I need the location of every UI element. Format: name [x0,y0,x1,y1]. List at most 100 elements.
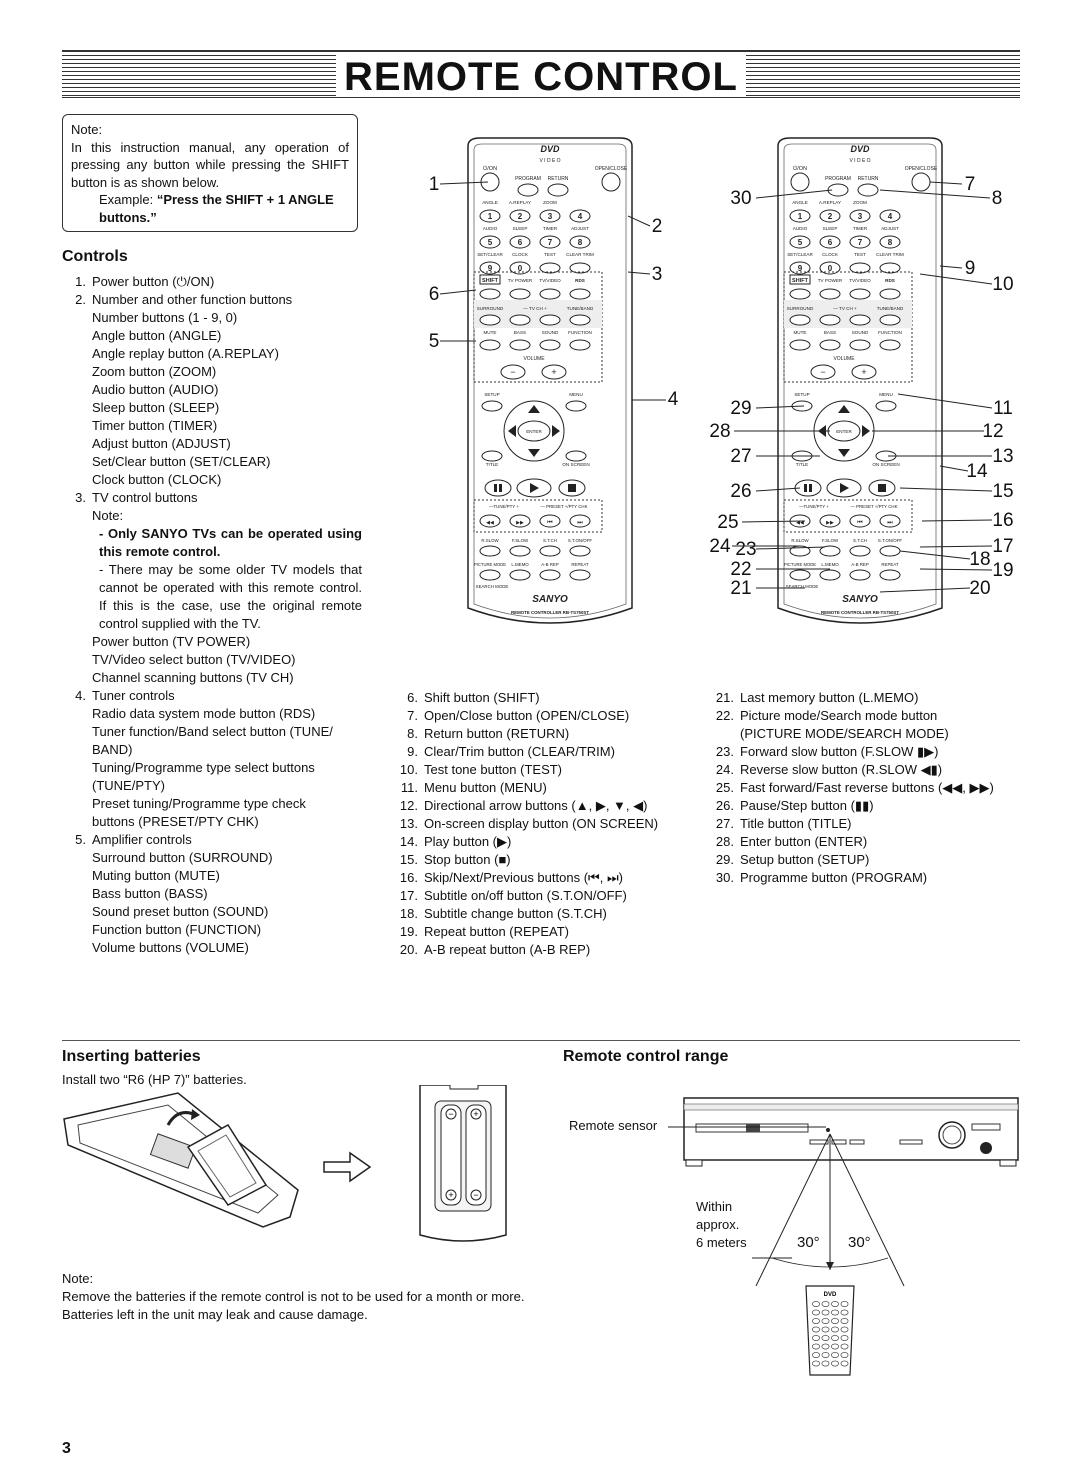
callout-line [879,189,991,199]
list-item-text: Adjust button (ADJUST) [92,436,231,451]
shift-label: SHIFT [482,278,499,284]
video-label: V I D E O [849,158,870,164]
callout-number: 30 [730,188,751,209]
range-diagram: DVD [668,1097,1019,1376]
list-item-text: Shift button (SHIFT) [424,690,540,705]
mini-remote-key [840,1318,849,1324]
controls-list-left: 1.Power button (⏻/ON)2.Number and other … [62,273,362,957]
callout-number: 6 [429,284,440,305]
list-item-text: Tuning/Programme type select buttons [92,760,315,775]
list-item-text: Setup button (SETUP) [740,852,870,867]
callout-number: 26 [730,481,751,502]
tv-button [879,288,901,300]
list-item: 21.Last memory button (L.MEMO) [706,689,1026,707]
note-box: Note: In this instruction manual, any op… [62,114,358,232]
list-item: Function button (FUNCTION) [62,921,362,939]
remote-label: − [510,367,515,377]
remote-label: ⏮ [857,520,863,526]
remote-label: − [820,367,825,377]
memo-button [479,569,501,581]
remote-label: A.REPLAY [819,200,841,205]
list-item-text: Preset tuning/Programme type check [92,796,306,811]
on-label: ⏻/ON [793,165,807,172]
remote-label: TIMER [853,226,868,231]
battery-icon [465,1104,487,1206]
remote-label: SURROUND [477,306,504,311]
list-item: Timer button (TIMER) [62,417,362,435]
amp-button [509,339,531,351]
small-remote-illustration: DVD [805,1285,855,1376]
callout-line [755,189,833,199]
memo-button [819,569,841,581]
remote-label: SETUP [484,392,499,397]
remote-label: SLEEP [513,226,528,231]
mini-remote-key [821,1360,830,1367]
callout-line [439,289,477,295]
list-item: 22.Picture mode/Search mode button [706,707,1026,725]
list-item-number [62,399,92,417]
open-close-button [911,172,931,192]
remote-label: SEARCH MODE [786,584,819,589]
video-label: V I D E O [539,158,560,164]
number-key-label: 3 [548,212,553,221]
callout-number: 29 [730,398,751,419]
model-label: REMOTE CONTROLLER RB-TS750ST [511,610,589,615]
remote-label: ON SCREEN [562,462,589,467]
list-item: Channel scanning buttons (TV CH) [62,669,362,687]
callout-number: 20 [969,578,990,599]
remote-label: RETURN [548,176,569,182]
list-item-number [62,309,92,327]
remote-label: S.T.ON/OFF [568,538,592,543]
list-item-number: 10. [399,762,418,777]
mini-remote-key [831,1343,839,1350]
remote-label: SOUND [852,330,869,335]
remote-label: ZOOM [543,200,557,205]
list-item-number: 16. [399,870,418,885]
remote-label: FUNCTION [568,330,592,335]
callout-line [879,587,971,593]
list-item-number: 4. [75,688,86,703]
memo-button [569,569,591,581]
list-item: 3.TV control buttons [62,489,362,507]
remote-label: CLEAR TRIM [566,252,594,257]
list-item: Zoom button (ZOOM) [62,363,362,381]
mini-remote-key [840,1326,849,1333]
list-item-text: Return button (RETURN) [424,726,570,741]
tuner-button [849,314,871,326]
callout-number: 28 [709,421,730,442]
list-item: 11.Menu button (MENU) [390,779,700,797]
list-item-number: 21. [715,690,734,705]
list-item-number [62,327,92,345]
list-item: Adjust button (ADJUST) [62,435,362,453]
remote-label: ⏭ [887,520,893,526]
number-key-label: 4 [888,212,893,221]
remote-label: TUNE/BAND [567,306,594,311]
remote-label: MUTE [793,330,806,335]
remote-label: — PRESET +/PTY CHK [540,504,587,509]
list-item-text: Subtitle change button (S.T.CH) [424,906,607,921]
tuner-button [539,314,561,326]
amp-button [879,339,901,351]
list-item-number: 22. [715,708,734,723]
number-button [479,209,501,223]
list-item-text: Sound preset button (SOUND) [92,904,269,919]
mini-remote-key [840,1360,849,1367]
list-item-number: 28. [715,834,734,849]
list-item-number [62,651,92,669]
list-item-text: Set/Clear button (SET/CLEAR) [92,454,271,469]
list-item-number: 13. [399,816,418,831]
callout-number: 10 [992,274,1013,295]
remote-label: ADJUST [881,226,899,231]
callout-line [921,519,993,522]
remote-label: F.SLOW [822,538,839,543]
list-item-text: BAND) [92,742,133,757]
list-item: Angle button (ANGLE) [62,327,362,345]
remote-label: ⏮ [547,520,553,526]
list-item-text: Pause/Step button (▮▮) [740,798,874,813]
list-item-number: 1. [75,274,86,289]
mini-remote-key [831,1309,839,1316]
remote-back-illustration [63,1092,299,1228]
volume-label: VOLUME [523,356,545,362]
skip-button [569,514,591,528]
